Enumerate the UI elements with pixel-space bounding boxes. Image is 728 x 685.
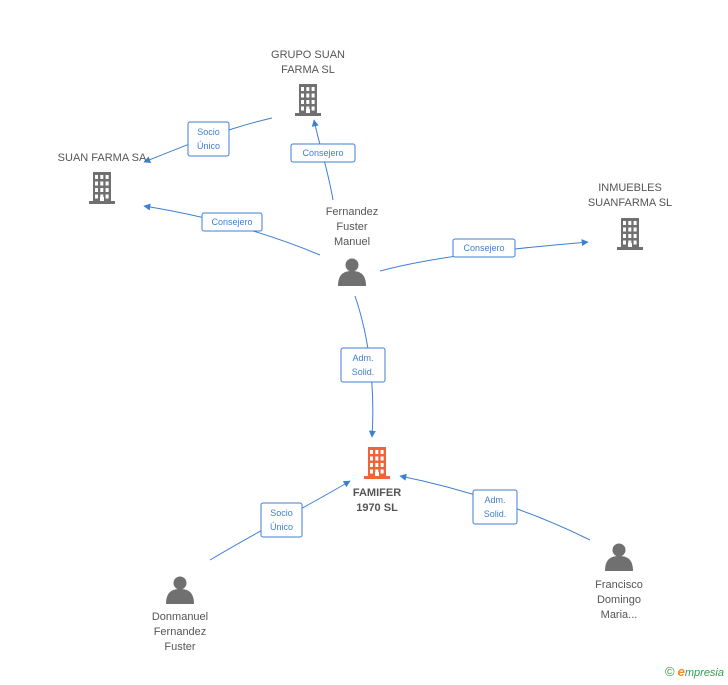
edge-label-text: Consejero — [211, 217, 252, 227]
edge-label-text: Socio — [270, 508, 293, 518]
empresia-logo[interactable]: ©empresia — [665, 664, 724, 679]
person-icon — [166, 576, 194, 604]
building-icon — [295, 84, 321, 116]
edge-label-text: Adm. — [352, 353, 373, 363]
person-icon — [338, 258, 366, 286]
edge-label-box — [260, 502, 303, 538]
edge-label-text: Adm. — [484, 495, 505, 505]
node-label: Fernandez — [154, 626, 207, 638]
edge-fernandez_inmuebles: Consejero — [379, 238, 589, 272]
building-icon — [364, 447, 390, 479]
person-icon — [605, 543, 633, 571]
edge-label-text: Único — [197, 141, 220, 151]
edge-label-text: Consejero — [302, 148, 343, 158]
node-label: Fuster — [336, 221, 368, 233]
edge-francisco_famifer: Adm. Solid. — [399, 473, 591, 541]
node-famifer[interactable]: FAMIFER 1970 SL — [353, 447, 401, 514]
edge-fernandez_suan: Consejero — [143, 203, 321, 256]
edge-fernandez_famifer: Adm. Solid. — [340, 295, 386, 438]
edge-label-text: Único — [270, 522, 293, 532]
node-label: SUAN FARMA SA — [58, 152, 147, 164]
edge-label-box — [340, 347, 386, 383]
edge-fernandez_grupo: Consejero — [290, 119, 356, 201]
node-francisco[interactable]: FranciscoDomingoMaria... — [595, 543, 643, 622]
node-grupo[interactable]: GRUPO SUAN FARMA SL — [271, 49, 345, 116]
node-label: Fernandez — [326, 206, 379, 218]
edge-label-fernandez_suan[interactable]: Consejero — [201, 212, 263, 232]
node-label: FARMA SL — [281, 64, 335, 76]
node-label: 1970 SL — [356, 502, 398, 514]
edge-label-box — [201, 212, 263, 232]
node-label: Maria... — [601, 609, 638, 621]
edge-label-box — [290, 143, 356, 163]
edge-label-text: Socio — [197, 127, 220, 137]
copyright-symbol: © — [665, 664, 675, 679]
edge-label-fernandez_inmuebles[interactable]: Consejero — [452, 238, 516, 258]
building-icon — [617, 218, 643, 250]
node-label: Domingo — [597, 594, 641, 606]
edge-label-francisco_famifer[interactable]: Adm. Solid. — [472, 489, 518, 525]
node-label: Fuster — [164, 641, 196, 653]
node-inmuebles[interactable]: INMUEBLES SUANFARMA SL — [588, 182, 672, 250]
node-suan[interactable]: SUAN FARMA SA — [58, 152, 147, 204]
edge-label-box — [452, 238, 516, 258]
node-label: INMUEBLES — [598, 182, 662, 194]
node-label: Donmanuel — [152, 611, 208, 623]
node-label: Francisco — [595, 579, 643, 591]
edge-label-text: Solid. — [352, 367, 375, 377]
edge-label-box — [472, 489, 518, 525]
edge-label-box — [187, 121, 230, 157]
edge-label-text: Solid. — [484, 509, 507, 519]
building-icon — [89, 172, 115, 204]
node-label: FAMIFER — [353, 487, 401, 499]
edge-label-text: Consejero — [463, 243, 504, 253]
edge-label-fernandez_famifer[interactable]: Adm. Solid. — [340, 347, 386, 383]
node-label: Manuel — [334, 236, 370, 248]
edge-label-fernandez_grupo[interactable]: Consejero — [290, 143, 356, 163]
node-label: GRUPO SUAN — [271, 49, 345, 61]
node-label: SUANFARMA SL — [588, 197, 672, 209]
